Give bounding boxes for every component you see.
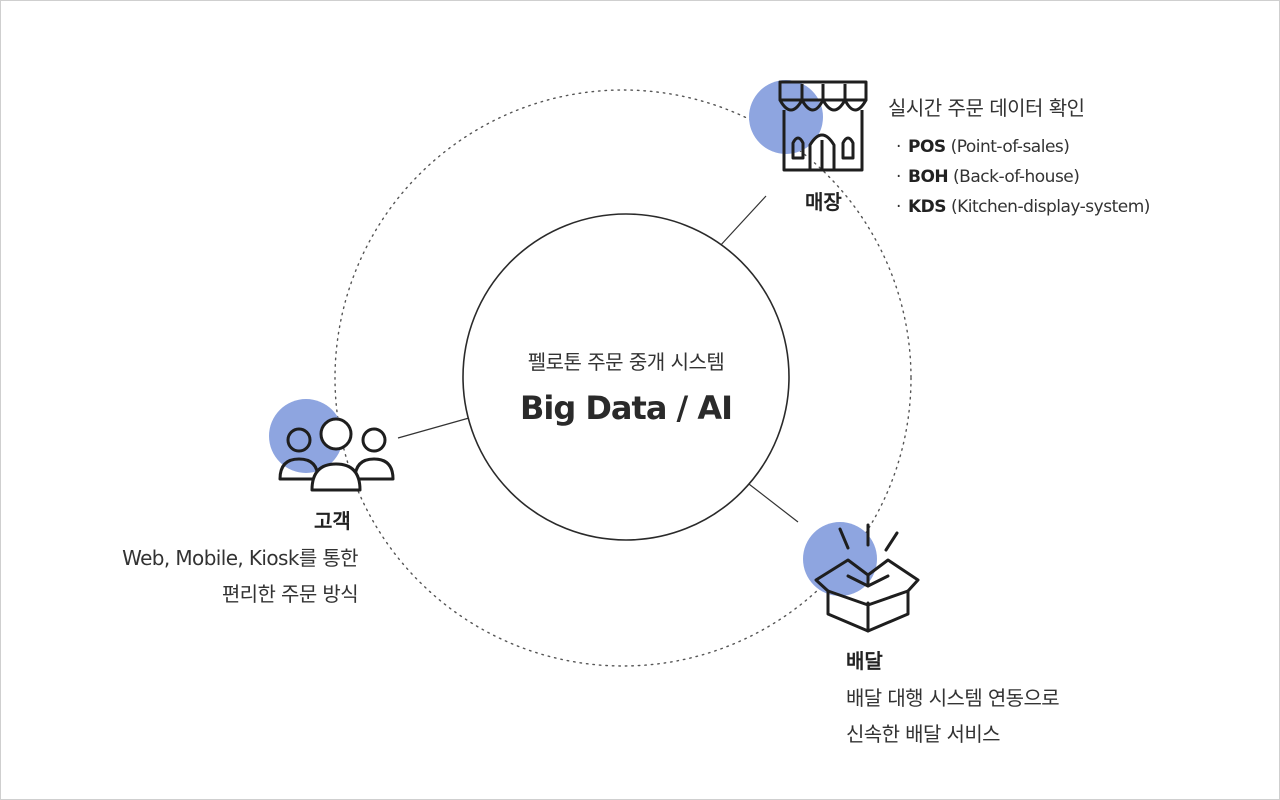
store-label: 매장 <box>805 190 842 214</box>
center-main-title: Big Data / AI <box>519 389 733 427</box>
center-circle <box>462 213 790 541</box>
customer-label: 고객 <box>314 509 351 533</box>
customer-description: Web, Mobile, Kiosk를 통한 편리한 주문 방식 <box>122 540 359 612</box>
connector-delivery <box>744 480 799 523</box>
delivery-desc-line: 신속한 배달 서비스 <box>846 722 1001 746</box>
store-feature-item: ·KDS (Kitchen-display-system) <box>896 197 1150 217</box>
customer-desc-line: Web, Mobile, Kiosk를 통한 <box>122 546 359 570</box>
store-heading: 실시간 주문 데이터 확인 <box>888 96 1085 120</box>
center-title: 펠로톤 주문 중개 시스템 <box>527 350 725 374</box>
connector-store <box>718 195 767 248</box>
people-icon <box>278 417 395 492</box>
connector-customer <box>397 417 470 439</box>
feature-full: (Kitchen-display-system) <box>950 197 1150 217</box>
store-feature-list: ·POS (Point-of-sales) ·BOH (Back-of-hous… <box>896 134 1150 224</box>
store-feature-item: ·POS (Point-of-sales) <box>896 137 1070 157</box>
customer-desc-line: 편리한 주문 방식 <box>221 582 359 606</box>
orbit-dotted-circle <box>334 89 912 667</box>
feature-full: (Back-of-house) <box>953 167 1080 187</box>
feature-abbr: POS <box>908 137 946 157</box>
feature-abbr: BOH <box>908 167 949 187</box>
delivery-description: 배달 대행 시스템 연동으로 신속한 배달 서비스 <box>846 680 1060 752</box>
feature-abbr: KDS <box>908 197 947 217</box>
storefront-icon <box>778 80 868 172</box>
box-icon <box>814 523 920 633</box>
delivery-label: 배달 <box>846 649 883 673</box>
customer-accent-blob <box>269 399 343 473</box>
store-feature-item: ·BOH (Back-of-house) <box>896 167 1080 187</box>
delivery-desc-line: 배달 대행 시스템 연동으로 <box>846 686 1060 710</box>
feature-full: (Point-of-sales) <box>950 137 1070 157</box>
